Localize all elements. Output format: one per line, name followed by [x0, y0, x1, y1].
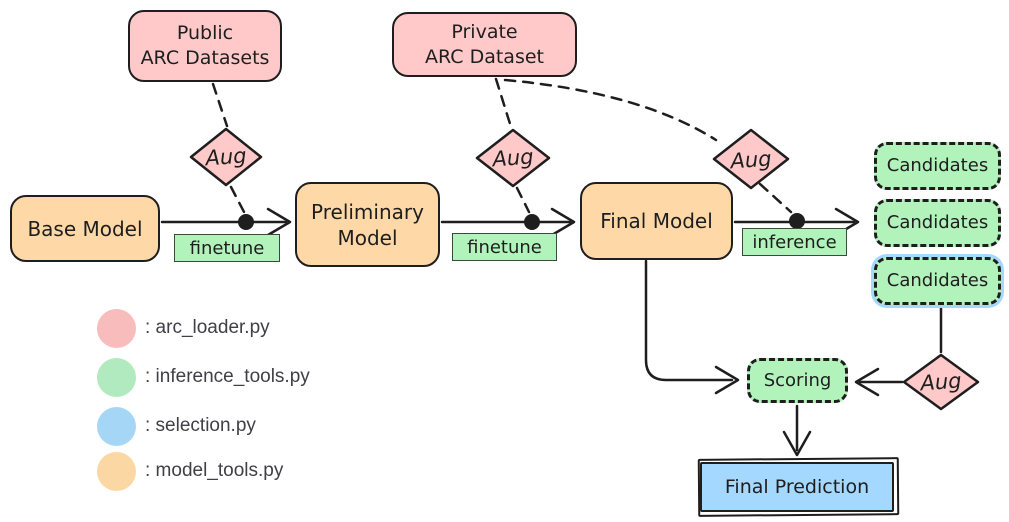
node-label: Candidates	[886, 270, 989, 292]
edge-label-finetune-2: finetune	[452, 233, 557, 261]
dashed-aug3-to-inference	[758, 182, 793, 214]
node-label: Base Model	[27, 216, 143, 241]
aug-diamond-1	[189, 127, 263, 187]
edge-label-text: inference	[752, 231, 837, 253]
edge-label-inference: inference	[742, 228, 847, 256]
aug-label-3: Aug	[729, 146, 773, 173]
node-private-arc-dataset: Private ARC Dataset	[392, 12, 577, 77]
arrowhead-final-to-scoring	[714, 365, 740, 395]
legend-swatch-blue	[97, 406, 136, 446]
arrow-final-to-scoring	[644, 259, 734, 382]
node-public-arc-datasets: Public ARC Datasets	[128, 10, 282, 82]
legend-swatch-green	[97, 357, 136, 397]
node-label-line: Private	[451, 20, 518, 43]
aug-label-2: Aug	[491, 144, 535, 172]
edge-label-text: finetune	[467, 236, 542, 258]
node-candidates-2: Candidates	[874, 199, 1001, 247]
node-final-prediction: Final Prediction	[700, 462, 894, 512]
node-label-line: Model	[337, 225, 398, 250]
legend-label: : inference_tools.py	[145, 366, 310, 387]
node-label: Candidates	[886, 212, 989, 234]
node-preliminary-model: Preliminary Model	[295, 182, 440, 267]
junction-dot-finetune2	[524, 214, 540, 230]
legend-swatch-pink	[97, 308, 136, 348]
node-candidates-3: Candidates	[874, 257, 1001, 305]
junction-dot-finetune1	[238, 214, 254, 230]
node-label: Scoring	[763, 369, 832, 391]
edge-label-finetune-1: finetune	[174, 234, 280, 262]
aug-label-4: Aug	[919, 368, 963, 396]
node-label-line: Public	[176, 22, 234, 45]
node-final-model: Final Model	[580, 182, 733, 260]
legend-label: : arc_loader.py	[145, 317, 270, 338]
legend-item-inference-tools: : inference_tools.py	[97, 357, 310, 397]
node-scoring: Scoring	[747, 358, 848, 403]
aug-diamond-3	[712, 128, 790, 190]
dashed-aug1-to-finetune1	[229, 185, 246, 214]
dashed-public-to-aug1	[211, 82, 229, 128]
legend-label: : model_tools.py	[145, 460, 284, 481]
dashed-aug2-to-finetune2	[515, 186, 531, 214]
legend-swatch-orange	[97, 451, 136, 491]
aug-diamond-4	[902, 353, 980, 411]
legend-item-selection: : selection.py	[97, 406, 256, 446]
arrowhead-aug-to-scoring	[854, 367, 880, 397]
node-label: Final Prediction	[724, 475, 870, 498]
dashed-private-to-aug3	[503, 78, 718, 142]
node-label: Final Model	[600, 209, 713, 233]
junction-dot-inference	[789, 213, 805, 229]
node-label-line: ARC Dataset	[425, 45, 544, 68]
node-label: Candidates	[886, 155, 989, 177]
edge-label-text: finetune	[189, 237, 265, 259]
aug-diamond-2	[475, 128, 551, 188]
node-label-line: Preliminary	[311, 199, 424, 224]
aug-label-1: Aug	[204, 143, 248, 171]
node-base-model: Base Model	[10, 195, 160, 262]
legend-item-model-tools: : model_tools.py	[97, 451, 283, 491]
arrowhead-preliminary-to-final	[550, 207, 576, 237]
legend-item-arc-loader: : arc_loader.py	[97, 308, 270, 348]
arrowhead-base-to-preliminary	[266, 207, 292, 237]
dashed-private-to-aug2	[494, 77, 513, 129]
node-label-line: ARC Datasets	[140, 47, 270, 69]
arrowhead-scoring-to-prediction	[782, 430, 812, 457]
node-candidates-1: Candidates	[874, 142, 1001, 190]
legend-label: : selection.py	[145, 415, 256, 436]
